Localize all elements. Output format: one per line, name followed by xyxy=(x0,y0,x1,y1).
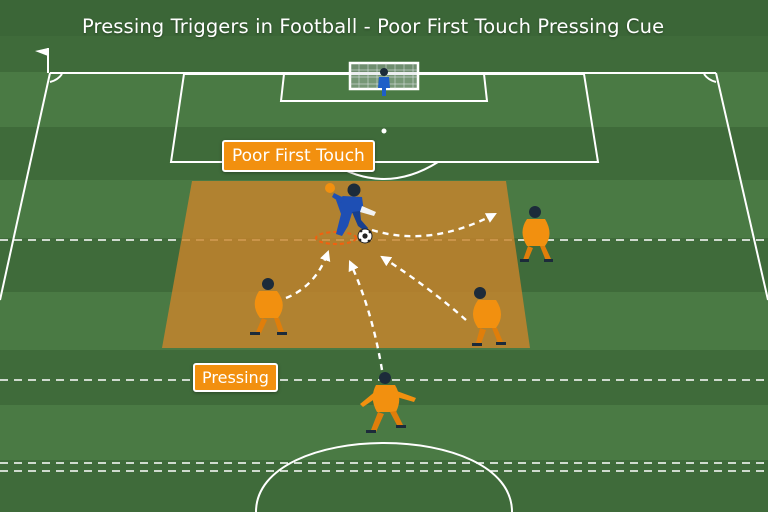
diagram-title: Pressing Triggers in Football - Poor Fir… xyxy=(82,15,665,38)
centre-circle xyxy=(255,442,513,512)
pitch-markings xyxy=(0,72,768,512)
corner-flag-icon xyxy=(35,48,49,73)
football-icon xyxy=(357,228,373,244)
presser-bottom xyxy=(360,372,416,433)
corner-arc-right xyxy=(703,73,717,83)
arrow-press-right xyxy=(380,255,467,321)
pressing-label: Pressing xyxy=(193,363,278,392)
arrow-press-left xyxy=(285,249,331,300)
touchline-right xyxy=(715,72,768,301)
penalty-spot xyxy=(381,128,387,134)
ball-carrier xyxy=(325,183,376,236)
corner-arc-left xyxy=(49,73,63,83)
presser-left xyxy=(250,278,287,335)
arrows xyxy=(285,212,497,371)
goalkeeper xyxy=(378,68,390,96)
poor-first-touch-label: Poor First Touch xyxy=(222,140,375,172)
pressing-zone xyxy=(162,181,530,348)
presser-right-receiver xyxy=(520,206,553,262)
touchline-left xyxy=(0,72,51,301)
first-touch-ring xyxy=(315,231,357,245)
arrow-ball-to-right-player xyxy=(371,212,497,238)
presser-right xyxy=(472,287,506,346)
arrow-press-bottom xyxy=(348,260,384,371)
